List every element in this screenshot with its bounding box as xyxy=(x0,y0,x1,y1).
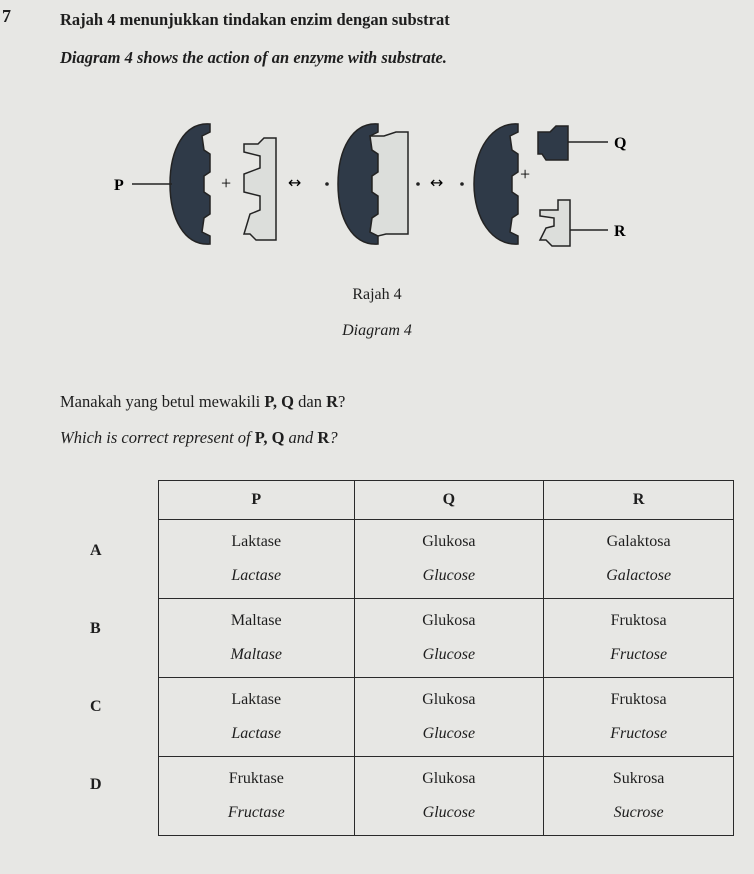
header-p: P xyxy=(158,480,355,520)
prompt-english: Which is correct represent of P, Q and R… xyxy=(60,428,338,447)
enzyme-shape-3 xyxy=(473,123,519,245)
option-letter-a[interactable]: A xyxy=(90,542,102,559)
dot-1 xyxy=(325,182,329,186)
prompt-malay: Manakah yang betul mewakili P, Q dan R? xyxy=(60,392,346,411)
plus-sign-2: + xyxy=(520,164,530,184)
reversible-arrow-1: ↔ xyxy=(288,173,301,192)
enzyme-substrate-diagram: P + ↔ ↔ + Q R xyxy=(114,123,626,247)
question-number: 7 xyxy=(2,6,11,26)
complex-substrate-shape xyxy=(369,131,409,237)
header-r: R xyxy=(543,480,734,520)
enzyme-shape-1 xyxy=(169,123,211,245)
header-q: Q xyxy=(353,480,545,520)
dot-3 xyxy=(460,182,464,186)
plus-sign-1: + xyxy=(221,173,231,193)
table-header-row: P Q R xyxy=(158,480,734,520)
label-q: Q xyxy=(614,135,626,152)
substrate-shape xyxy=(242,137,277,241)
option-letter-d[interactable]: D xyxy=(90,776,102,793)
diagram-caption-malay: Rajah 4 xyxy=(352,286,402,303)
question-stem-malay: Rajah 4 menunjukkan tindakan enzim denga… xyxy=(60,10,450,29)
option-letter-c[interactable]: C xyxy=(90,698,102,715)
reversible-arrow-2: ↔ xyxy=(430,173,443,192)
product-q-shape xyxy=(537,125,569,161)
label-p: P xyxy=(114,177,124,194)
product-r-shape xyxy=(538,199,571,247)
diagram-caption-english: Diagram 4 xyxy=(342,322,412,339)
dot-2 xyxy=(416,182,420,186)
option-letter-b[interactable]: B xyxy=(90,620,101,637)
label-r: R xyxy=(614,223,626,240)
question-stem-english: Diagram 4 shows the action of an enzyme … xyxy=(60,48,447,67)
